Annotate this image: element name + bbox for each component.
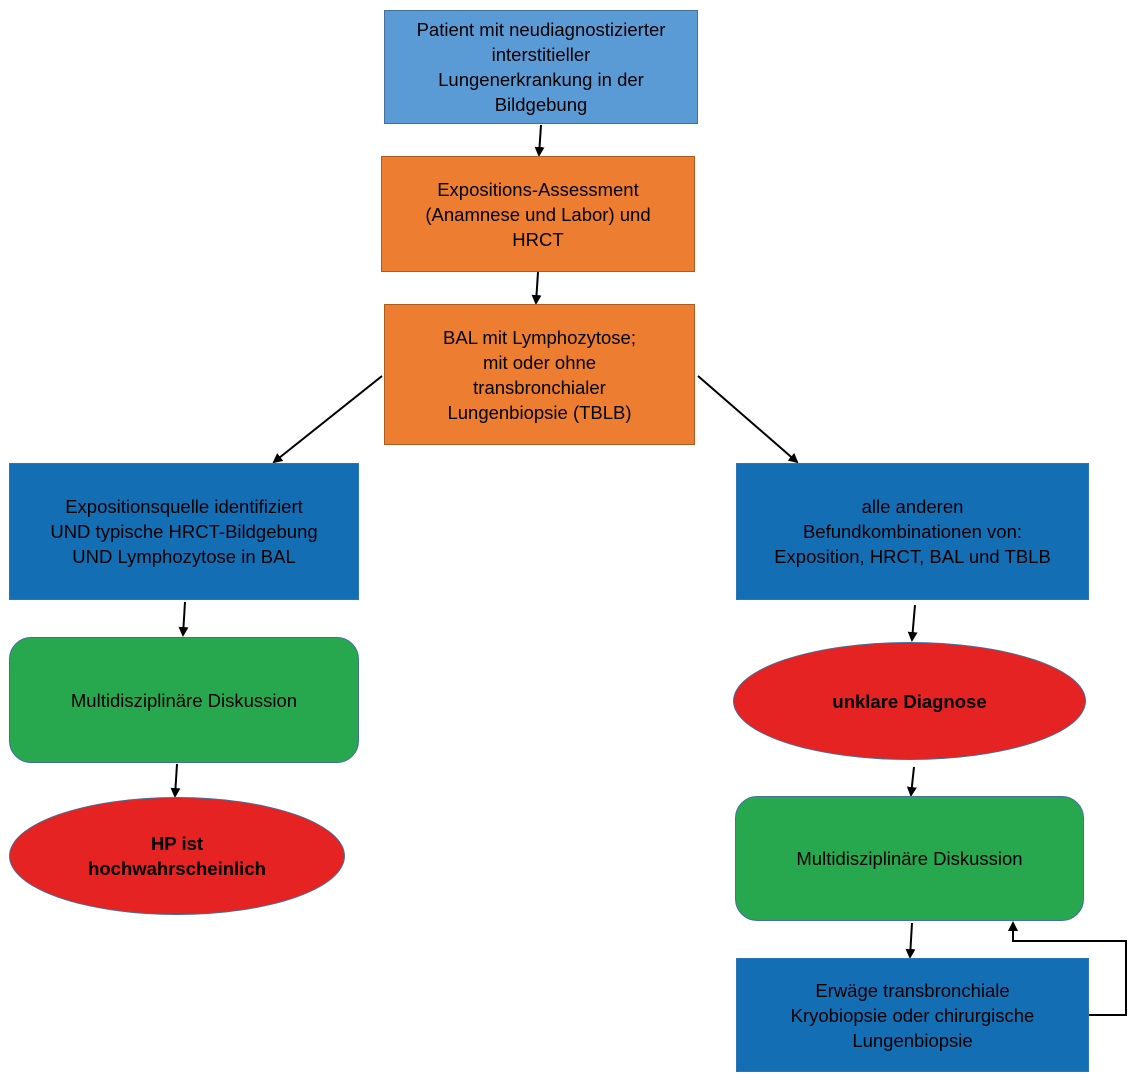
edge-bal-to-right-criteria xyxy=(697,375,799,464)
node-right-mdd-text: Multidisziplinäre Diskussion xyxy=(796,848,1023,869)
node-right-mdd: Multidisziplinäre Diskussion xyxy=(735,796,1084,921)
node-exposure-assessment: Expositions-Assessment (Anamnese und Lab… xyxy=(381,156,695,272)
node-right-unclear-text: unklare Diagnose xyxy=(832,690,987,712)
node-left-mdd: Multidisziplinäre Diskussion xyxy=(9,637,359,763)
node-left-criteria-text: Expositionsquelle identifiziert UND typi… xyxy=(50,496,318,567)
node-right-biopsy: Erwäge transbronchiale Kryobiopsie oder … xyxy=(736,958,1089,1072)
node-bal: BAL mit Lymphozytose; mit oder ohne tran… xyxy=(384,304,695,445)
node-right-criteria: alle anderen Befundkombinationen von: Ex… xyxy=(736,463,1089,600)
node-left-mdd-text: Multidisziplinäre Diskussion xyxy=(70,689,298,711)
node-start: Patient mit neudiagnostizierter intersti… xyxy=(384,10,698,124)
edge-start-to-exposure xyxy=(534,124,545,157)
node-left-criteria: Expositionsquelle identifiziert UND typi… xyxy=(9,463,359,600)
node-exposure-assessment-text: Expositions-Assessment (Anamnese und Lab… xyxy=(425,178,651,250)
node-left-result-text: HP ist hochwahrscheinlich xyxy=(88,833,266,879)
edge-bal-to-left-criteria xyxy=(272,375,383,464)
edge-right-criteria-to-unclear xyxy=(907,604,918,642)
edge-left-criteria-to-mdd xyxy=(178,601,189,637)
edge-exposure-to-bal xyxy=(531,271,542,305)
node-left-result: HP ist hochwahrscheinlich xyxy=(9,797,345,915)
edge-unclear-to-mdd xyxy=(906,766,917,797)
node-right-biopsy-text: Erwäge transbronchiale Kryobiopsie oder … xyxy=(790,979,1035,1051)
edge-left-mdd-to-result xyxy=(170,763,181,798)
node-start-text: Patient mit neudiagnostizierter intersti… xyxy=(416,19,666,115)
edge-mdd-to-biopsy xyxy=(905,922,916,959)
node-bal-text: BAL mit Lymphozytose; mit oder ohne tran… xyxy=(443,326,636,423)
node-right-criteria-text: alle anderen Befundkombinationen von: Ex… xyxy=(774,496,1051,567)
node-right-unclear: unklare Diagnose xyxy=(733,642,1086,760)
